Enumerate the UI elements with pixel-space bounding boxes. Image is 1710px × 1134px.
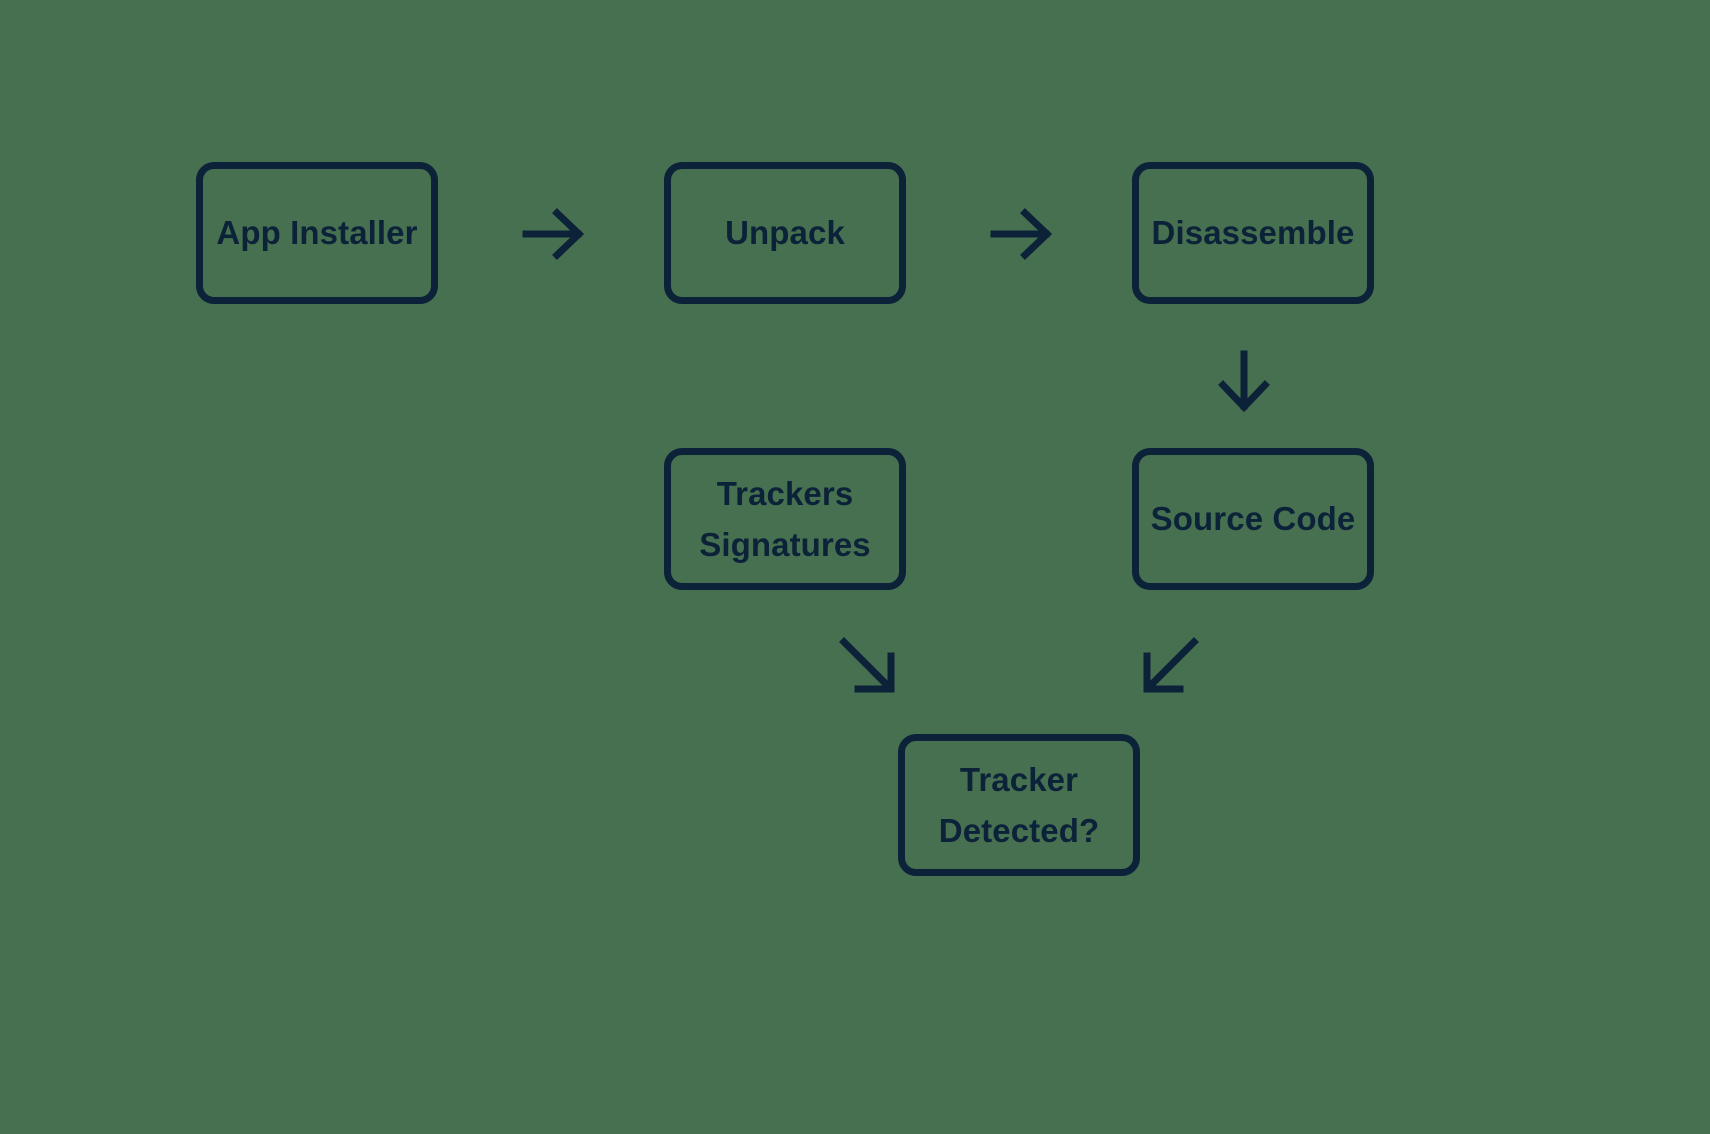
arrow-source-code-to-tracker-detected [1140,636,1200,696]
node-source-code[interactable]: Source Code [1132,448,1374,590]
node-tracker-detected[interactable]: Tracker Detected? [898,734,1140,876]
node-app-installer[interactable]: App Installer [196,162,438,304]
node-trackers-signatures-label: Trackers Signatures [699,474,871,563]
node-app-installer-label: App Installer [216,214,418,252]
arrow-disassemble-to-source-code [1215,350,1273,414]
node-unpack[interactable]: Unpack [664,162,906,304]
node-unpack-label: Unpack [725,214,845,252]
arrow-unpack-to-disassemble [990,205,1054,263]
node-trackers-signatures[interactable]: Trackers Signatures [664,448,906,590]
node-source-code-label: Source Code [1150,500,1356,538]
node-tracker-detected-label: Tracker Detected? [938,760,1100,849]
arrow-app-installer-to-unpack [522,205,586,263]
node-disassemble-label: Disassemble [1151,214,1355,252]
arrow-trackers-signatures-to-tracker-detected [838,636,898,696]
node-disassemble[interactable]: Disassemble [1132,162,1374,304]
